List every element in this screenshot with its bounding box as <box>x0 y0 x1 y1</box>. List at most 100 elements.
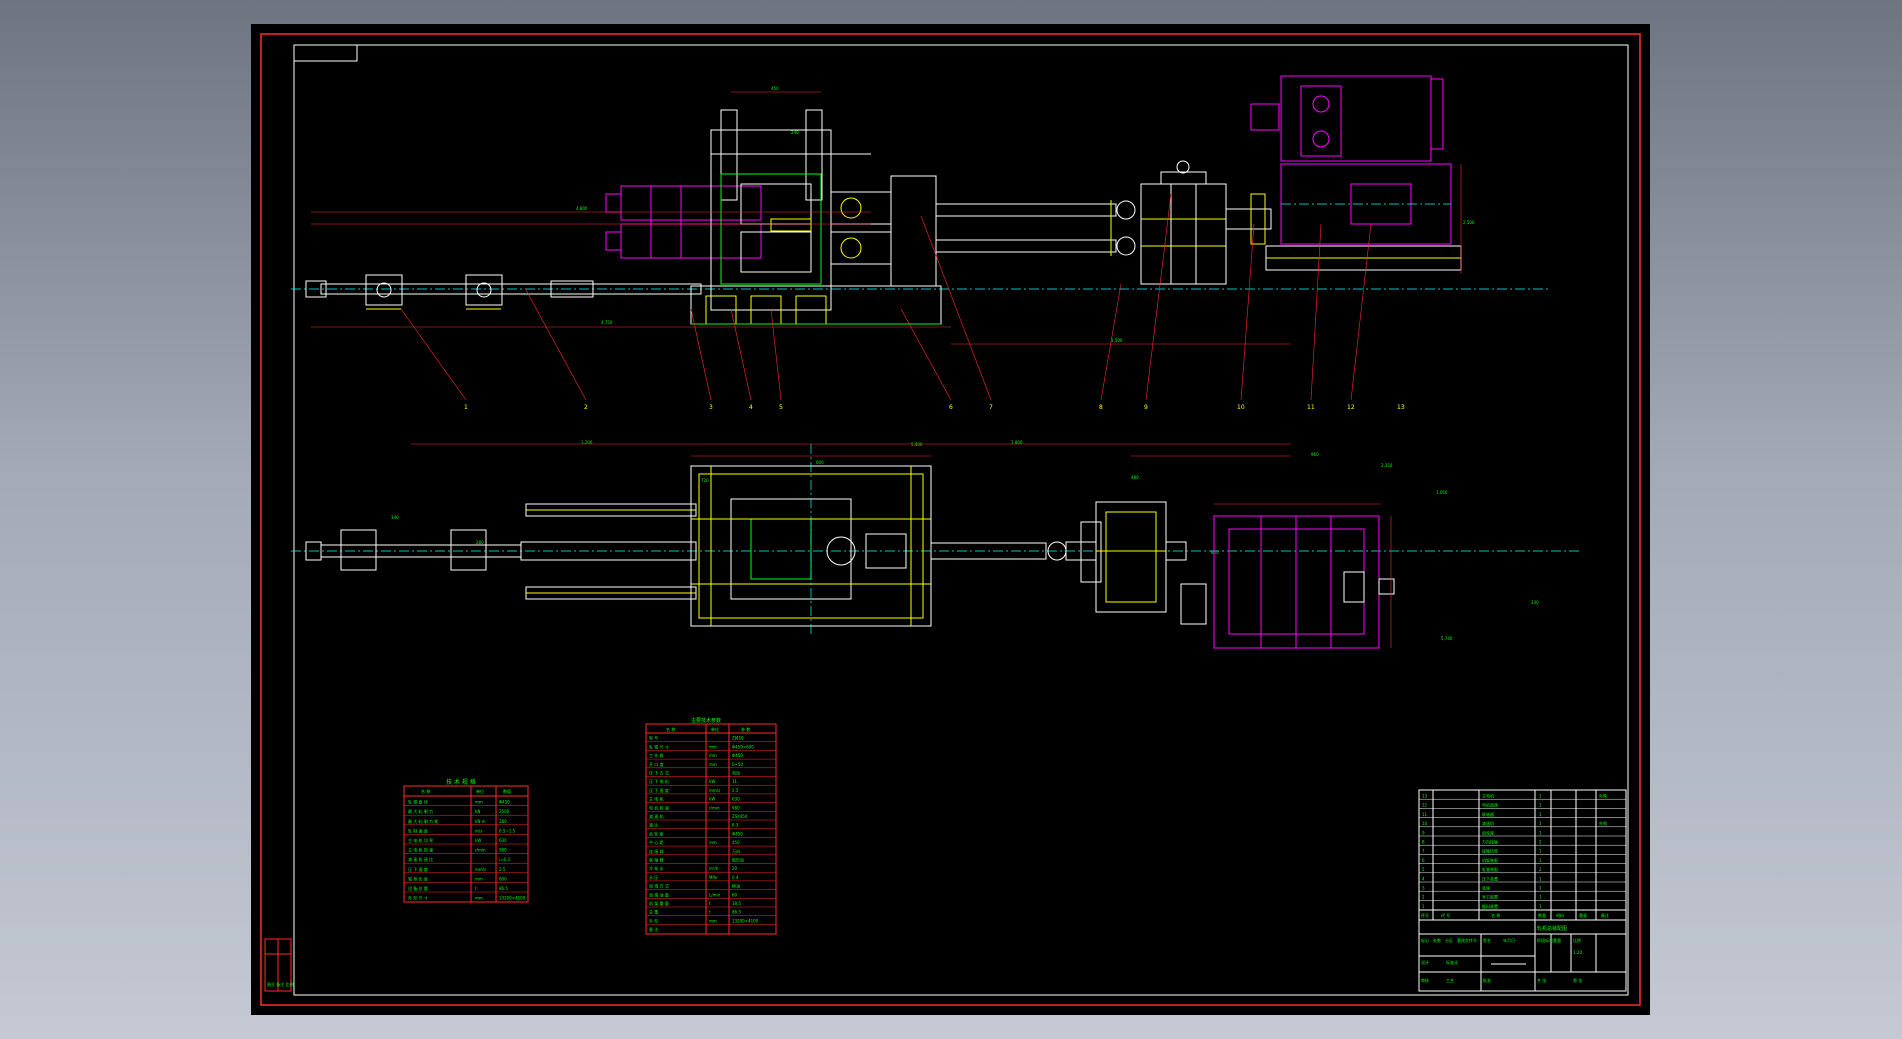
param-cell: 11 <box>732 779 738 784</box>
balloon-1: 1 <box>464 404 468 411</box>
title-field-12: 重量 <box>1553 937 1561 943</box>
tech-cell: 减 速 机 速 比 <box>408 856 433 862</box>
tech-table-title: 技 术 规 格 <box>446 778 476 786</box>
parts-cell: 7 <box>1422 849 1425 854</box>
param-cell: 电 机 转 速 <box>649 804 669 810</box>
parts-cell: 1 <box>1422 904 1425 909</box>
dim-12: 1,200 <box>581 440 593 445</box>
param-cell: t <box>709 901 711 906</box>
balloon-4: 4 <box>749 404 753 411</box>
drawing-sheet: 图号 备注 比例 <box>251 24 1650 1015</box>
param-cell: 水 压 <box>649 874 658 880</box>
parts-cell: 13 <box>1422 794 1428 799</box>
tech-cell: 2.5 <box>499 867 506 872</box>
balloon-3: 3 <box>709 404 713 411</box>
balloon-13: 13 <box>1397 404 1405 411</box>
parts-cell: 联轴器 <box>1482 811 1494 817</box>
dim-14: 5,400 <box>911 442 923 447</box>
title-field-14: 共 张 <box>1537 977 1546 983</box>
title-block-drawing-title: 轧机总装配图 <box>1537 925 1567 932</box>
dim-15: 340 <box>391 515 399 520</box>
tech-cell: 2500 <box>499 809 510 814</box>
param-cell: 压 下 电 机 <box>649 778 669 784</box>
tech-header-0: 名 称 <box>421 788 430 794</box>
param-cell: t <box>709 910 711 915</box>
parts-cell: 2 <box>1422 895 1425 900</box>
dim-19: 1,050 <box>1436 490 1448 495</box>
dim-16: 280 <box>476 540 484 545</box>
dim-18: 720 <box>701 478 709 483</box>
param-cell: 速 比 <box>649 822 658 828</box>
param-cell: 13200×4100 <box>732 918 759 923</box>
param-cell: Φ450 <box>732 831 743 836</box>
param-cell: 0.4 <box>732 875 739 880</box>
parts-cell: 1 <box>1539 904 1542 909</box>
param-cell: r/min <box>709 805 720 810</box>
tech-cell: mm <box>475 896 483 901</box>
title-field-9: 工艺 <box>1446 978 1454 983</box>
param-cell: 鼓形齿 <box>732 857 744 863</box>
parts-cell: 2 <box>1539 867 1542 872</box>
tech-cell: 辊 身 长 度 <box>408 875 428 881</box>
parts-cell: 3 <box>1422 886 1425 891</box>
plan-view <box>291 443 1581 649</box>
parts-cell: 导卫装置 <box>1482 894 1498 900</box>
param-cell: 润 滑 方 式 <box>649 883 669 889</box>
param-cell: mm <box>709 753 717 758</box>
tech-cell: 轧 制 速 度 <box>408 827 428 833</box>
param-cell: 齿 轮 座 <box>649 830 664 836</box>
tech-cell: 轧 辊 直 径 <box>408 799 428 805</box>
param-cell: 冷 却 水 <box>649 865 664 871</box>
param-cell: 0~50 <box>732 762 743 767</box>
parts-cell: 外购 <box>1599 793 1607 799</box>
dim-3: 240 <box>791 130 799 135</box>
title-field-10: 批准 <box>1483 977 1491 983</box>
balloon-10: 10 <box>1237 404 1245 411</box>
parts-cell: 轧辊装配 <box>1482 866 1498 872</box>
tech-cell: r/min <box>475 848 486 853</box>
balloon-8: 8 <box>1099 404 1103 411</box>
parts-cell: 1 <box>1539 794 1542 799</box>
parts-cell: 外购 <box>1599 820 1607 826</box>
parts-cell: 9 <box>1422 830 1425 835</box>
side-strip <box>264 938 292 992</box>
title-field-6: 设计 <box>1421 959 1429 965</box>
dim-9: 960 <box>1311 452 1319 457</box>
dim-10: 330 <box>1531 600 1539 605</box>
outer-frame <box>260 33 1641 1006</box>
param-cell: 润 滑 油 量 <box>649 891 669 897</box>
tech-cell: 压 下 速 度 <box>408 866 428 872</box>
title-field-11: 阶段标记 <box>1537 937 1553 943</box>
param-cell: ZSY450 <box>732 814 748 819</box>
parts-cell: 推料装置 <box>1482 903 1498 909</box>
parts-cell: 11 <box>1422 812 1428 817</box>
param-cell: Φ450 <box>732 753 743 758</box>
dim-1: 4,800 <box>576 206 588 211</box>
title-field-7: 标准化 <box>1446 959 1458 965</box>
side-strip-label: 图号 备注 比例 <box>267 981 294 987</box>
tech-cell: kW <box>475 838 481 843</box>
parts-cell: 1 <box>1539 821 1542 826</box>
param-cell: mm <box>709 744 717 749</box>
tech-cell: mm/s <box>475 867 486 872</box>
inner-frame <box>293 44 1629 996</box>
param-cell: 机 架 重 量 <box>649 900 669 906</box>
param-cell: mm/s <box>709 788 720 793</box>
title-field-15: 第 张 <box>1573 977 1582 983</box>
parts-cell: 接轴托架 <box>1482 848 1498 854</box>
parts-cell: 机架装配 <box>1482 857 1498 863</box>
param-cell: kW <box>709 779 715 784</box>
param-cell: 2.5 <box>732 788 739 793</box>
param-cell: 630 <box>732 797 740 802</box>
tech-cell: 600 <box>499 876 507 881</box>
parts-cell: 1 <box>1539 858 1542 863</box>
tech-cell: i=6.3 <box>499 857 510 862</box>
parts-cell: 1 <box>1539 849 1542 854</box>
dim-5: 1,500 <box>1111 338 1123 343</box>
